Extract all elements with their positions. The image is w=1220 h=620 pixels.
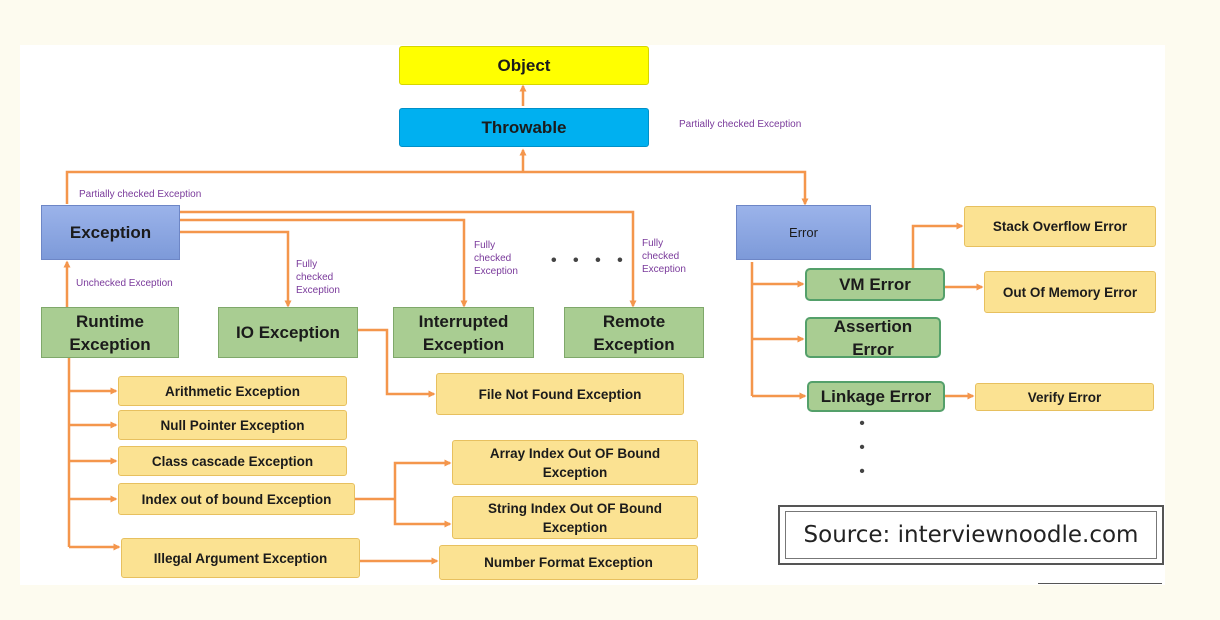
node-io-exception: IO Exception bbox=[218, 307, 358, 358]
source-caption-frame: Source: interviewnoodle.com bbox=[778, 505, 1164, 565]
node-class-cascade-exception: Class cascade Exception bbox=[118, 446, 347, 476]
label-io-fully-checked: Fully checked Exception bbox=[296, 259, 340, 296]
node-remote-exception: Remote Exception bbox=[564, 307, 704, 358]
label-unchecked: Unchecked Exception bbox=[76, 278, 173, 289]
ellipsis-horizontal: • • • • bbox=[551, 252, 629, 269]
node-throwable: Throwable bbox=[399, 108, 649, 147]
node-verify-error: Verify Error bbox=[975, 383, 1154, 411]
node-object: Object bbox=[399, 46, 649, 85]
node-interrupted-exception: Interrupted Exception bbox=[393, 307, 534, 358]
node-stack-overflow-error: Stack Overflow Error bbox=[964, 206, 1156, 247]
label-exception-partially-checked: Partially checked Exception bbox=[79, 189, 202, 200]
node-error: Error bbox=[736, 205, 871, 260]
node-arithmetic-exception: Arithmetic Exception bbox=[118, 376, 347, 406]
node-linkage-error: Linkage Error bbox=[807, 381, 945, 412]
node-null-pointer-exception: Null Pointer Exception bbox=[118, 410, 347, 440]
node-string-index-out-of-bound-exception: String Index Out OF Bound Exception bbox=[452, 496, 698, 539]
node-vm-error: VM Error bbox=[805, 268, 945, 301]
node-file-not-found-exception: File Not Found Exception bbox=[436, 373, 684, 415]
node-runtime-exception: Runtime Exception bbox=[41, 307, 179, 358]
node-exception: Exception bbox=[41, 205, 180, 260]
ellipsis-vertical: • • • bbox=[859, 415, 865, 480]
label-interrupted-fully-checked: Fully checked Exception bbox=[474, 240, 518, 277]
node-out-of-memory-error: Out Of Memory Error bbox=[984, 271, 1156, 313]
node-assertion-error: Assertion Error bbox=[805, 317, 941, 359]
label-throwable-partially-checked: Partially checked Exception bbox=[679, 119, 802, 130]
divider-line bbox=[1038, 583, 1162, 584]
node-index-out-of-bound-exception: Index out of bound Exception bbox=[118, 483, 355, 515]
label-remote-fully-checked: Fully checked Exception bbox=[642, 238, 686, 275]
node-number-format-exception: Number Format Exception bbox=[439, 545, 698, 580]
source-caption: Source: interviewnoodle.com bbox=[785, 511, 1157, 559]
node-illegal-argument-exception: Illegal Argument Exception bbox=[121, 538, 360, 578]
node-array-index-out-of-bound-exception: Array Index Out OF Bound Exception bbox=[452, 440, 698, 485]
